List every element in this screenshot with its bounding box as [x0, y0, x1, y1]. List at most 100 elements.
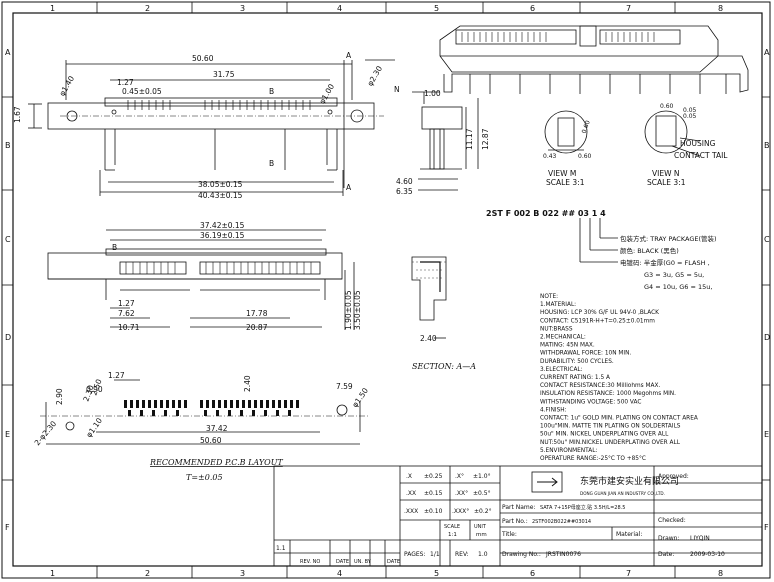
- dim-phi230: φ2.30: [365, 64, 384, 87]
- col-label: 5: [434, 569, 439, 578]
- dim-167: 1.67: [13, 106, 22, 123]
- part-no-label: Part No.:: [502, 518, 528, 525]
- col-label: 8: [718, 4, 723, 13]
- part-name-value: SATA 7+15P母座立.贴 3.5H/L=28.5: [540, 504, 625, 511]
- pcb-dim: 37.42: [206, 424, 228, 433]
- approved-label: Approved:: [658, 473, 689, 480]
- col-label: 1: [50, 4, 55, 13]
- row-label: A: [5, 48, 11, 57]
- section-b-label: B: [112, 243, 117, 252]
- view-m-dim: 0.43: [543, 153, 557, 160]
- col-label: 7: [626, 569, 631, 578]
- dim-11-17: 11.17: [465, 128, 474, 150]
- rev-table-header: REV. NO: [300, 559, 320, 565]
- pcb-dim: 1.27: [108, 371, 125, 380]
- top-view-contacts: [127, 100, 311, 110]
- part-name-label: Part Name:: [502, 504, 535, 511]
- view-m-title: VIEW M: [548, 169, 576, 178]
- pcb-dim: φ1.10: [84, 416, 104, 439]
- tol-cell: ±0.25: [424, 473, 443, 480]
- pcb-dim: 2-φ2.30: [33, 419, 59, 447]
- pcb-dim: 2.90: [55, 388, 64, 405]
- tol-cell: .XXX°: [452, 508, 469, 515]
- col-label: 3: [240, 4, 245, 13]
- drawn-value: LIYQIN: [690, 535, 710, 542]
- part-no-value: 2STF002B022##03014: [532, 519, 591, 525]
- note-line: 4.FINISH:: [540, 407, 567, 413]
- col-label: 2: [145, 4, 150, 13]
- row-label: F: [764, 523, 769, 532]
- title-block: [273, 465, 763, 567]
- scale-value: 1:1: [448, 532, 457, 538]
- col-label: 4: [337, 4, 342, 13]
- section-a-label: A: [346, 183, 352, 192]
- row-label: B: [764, 141, 770, 150]
- company-logo-mark: [537, 477, 558, 487]
- section-a-view: [411, 256, 447, 339]
- note-line: CONTACT: C5191R-H+T=0.25±0.01mm: [540, 318, 655, 324]
- part-code-line: 颜色: BLACK (黑色): [620, 246, 679, 255]
- dim-40-43: 40.43±0.15: [198, 191, 243, 200]
- title-block-text: .X ±0.25 .X° ±1.0° .XX ±0.15 .XX° ±0.5° …: [276, 473, 725, 565]
- col-label: 6: [530, 4, 535, 13]
- note-line: 50u" MIN. NICKEL UNDERPLATING OVER ALL: [540, 432, 669, 438]
- view-n-dim: 0.05: [683, 107, 697, 114]
- pages-value: 1/1: [430, 551, 440, 558]
- dim-3-50: 3.50±0.05: [353, 290, 362, 330]
- dim-6-35: 6.35: [396, 187, 413, 196]
- side-view: [412, 91, 479, 191]
- note-line: WITHSTANDING VOLTAGE: 500 VAC: [540, 399, 641, 405]
- section-a-label: A: [346, 51, 352, 60]
- part-code-line: G4 = 10u, G6 = 15u,: [644, 283, 712, 291]
- title-label: Title:: [501, 531, 517, 538]
- view-m-scale: SCALE 3:1: [546, 178, 585, 187]
- tol-cell: ±0.15: [424, 490, 443, 497]
- note-line: 1.MATERIAL:: [540, 302, 576, 308]
- col-label: 3: [240, 569, 245, 578]
- tol-cell: .X: [406, 473, 412, 480]
- company-name-en: DONG GUAN JIAN AN INDUSTRY CO.,LTD.: [580, 491, 665, 496]
- tol-cell: ±0.10: [424, 508, 443, 515]
- pcb-dim: 50.60: [200, 436, 222, 445]
- view-m-dim: 0.60: [581, 119, 592, 134]
- date-value: 2009-03-10: [690, 551, 725, 558]
- col-label: 8: [718, 569, 723, 578]
- dim-2-40: 2.40: [420, 334, 437, 343]
- dim-36-19: 36.19±0.15: [200, 231, 245, 240]
- view-n-dim: 0.60: [660, 103, 674, 110]
- tol-cell: ±0.2°: [474, 508, 492, 515]
- tol-cell: .XX: [406, 490, 416, 497]
- drawing-no-label: Drawing No.:: [502, 551, 541, 558]
- front-view-pins: [125, 262, 312, 274]
- part-code: 2ST F 002 B 022 ## 03 1 4 包装方式: TRAY PAC…: [486, 209, 717, 291]
- isometric-view: [439, 25, 749, 94]
- col-label: 5: [434, 4, 439, 13]
- note-line: CONTACT RESISTANCE:30 Milliohms MAX.: [540, 383, 660, 389]
- rev-table-row: 1.1: [276, 545, 286, 552]
- section-a-title: SECTION: A—A: [412, 362, 476, 371]
- pcb-pads: [124, 400, 299, 416]
- note-line: NOTE:: [540, 294, 558, 300]
- part-code-line: 电镀码: 半金厚(G0 = FLASH ,: [620, 258, 710, 267]
- dim-38-05: 38.05±0.15: [198, 180, 243, 189]
- dim-127: 1.27: [117, 78, 134, 87]
- note-line: 100u"MIN. MATTE TIN PLATING ON SOLDERTAI…: [540, 424, 681, 430]
- col-label: 1: [50, 569, 55, 578]
- dim-10-71: 10.71: [118, 323, 140, 332]
- row-label: C: [5, 235, 11, 244]
- col-label: 2: [145, 569, 150, 578]
- note-line: NUT:BRASS: [540, 326, 573, 332]
- unit-value: mm: [476, 532, 487, 538]
- front-view: [47, 229, 355, 330]
- row-label: F: [5, 523, 10, 532]
- dim-31-75: 31.75: [213, 70, 235, 79]
- notes: NOTE:1.MATERIAL: HOUSING: LCP 30% G/F UL…: [540, 294, 698, 462]
- row-label: E: [764, 430, 769, 439]
- isometric-pins: [461, 32, 655, 42]
- rev-table-header: DATE: [336, 559, 349, 565]
- dim-1-00: 1.00: [424, 89, 441, 98]
- drawn-label: Drawn:: [658, 535, 680, 542]
- view-m: [544, 110, 588, 154]
- dim-045: 0.45±0.05: [122, 87, 162, 96]
